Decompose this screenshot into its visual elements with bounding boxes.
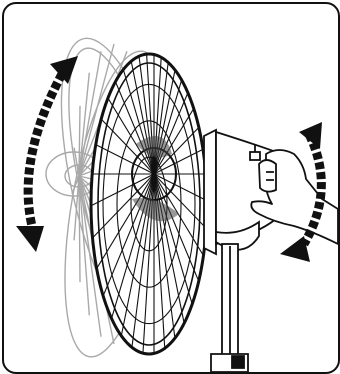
grill-ring: [130, 156, 168, 252]
fan-blade: [132, 198, 179, 222]
ghost-grill-spoke: [78, 72, 91, 177]
ghost-grill-spoke: [78, 175, 91, 316]
tilt-arrow-icon: [280, 122, 326, 262]
grill-spoke: [92, 173, 155, 275]
hand-icon: [250, 149, 338, 245]
fan-illustration: [16, 37, 338, 372]
grill-spoke: [153, 138, 207, 175]
ghost-grill-spoke: [78, 175, 81, 283]
grill-spoke: [91, 173, 155, 210]
front-fan: [89, 52, 209, 356]
grill-spoke: [153, 173, 207, 303]
ghost-grill-spoke: [71, 175, 80, 195]
fan-blade: [136, 136, 172, 158]
ghost-grill-spoke: [78, 51, 102, 177]
grill-spoke: [153, 105, 207, 175]
grill-ring: [116, 120, 182, 288]
fan-stand: [210, 243, 249, 372]
grill-spoke: [153, 173, 207, 243]
grill-ring: [102, 83, 196, 325]
ghost-grill-spoke: [78, 175, 102, 337]
oscillation-arrow-icon: [16, 56, 78, 252]
grill-spoke: [91, 138, 155, 175]
grill-spoke: [99, 173, 155, 303]
grill-spoke: [91, 173, 155, 243]
grill-spoke: [153, 173, 207, 210]
